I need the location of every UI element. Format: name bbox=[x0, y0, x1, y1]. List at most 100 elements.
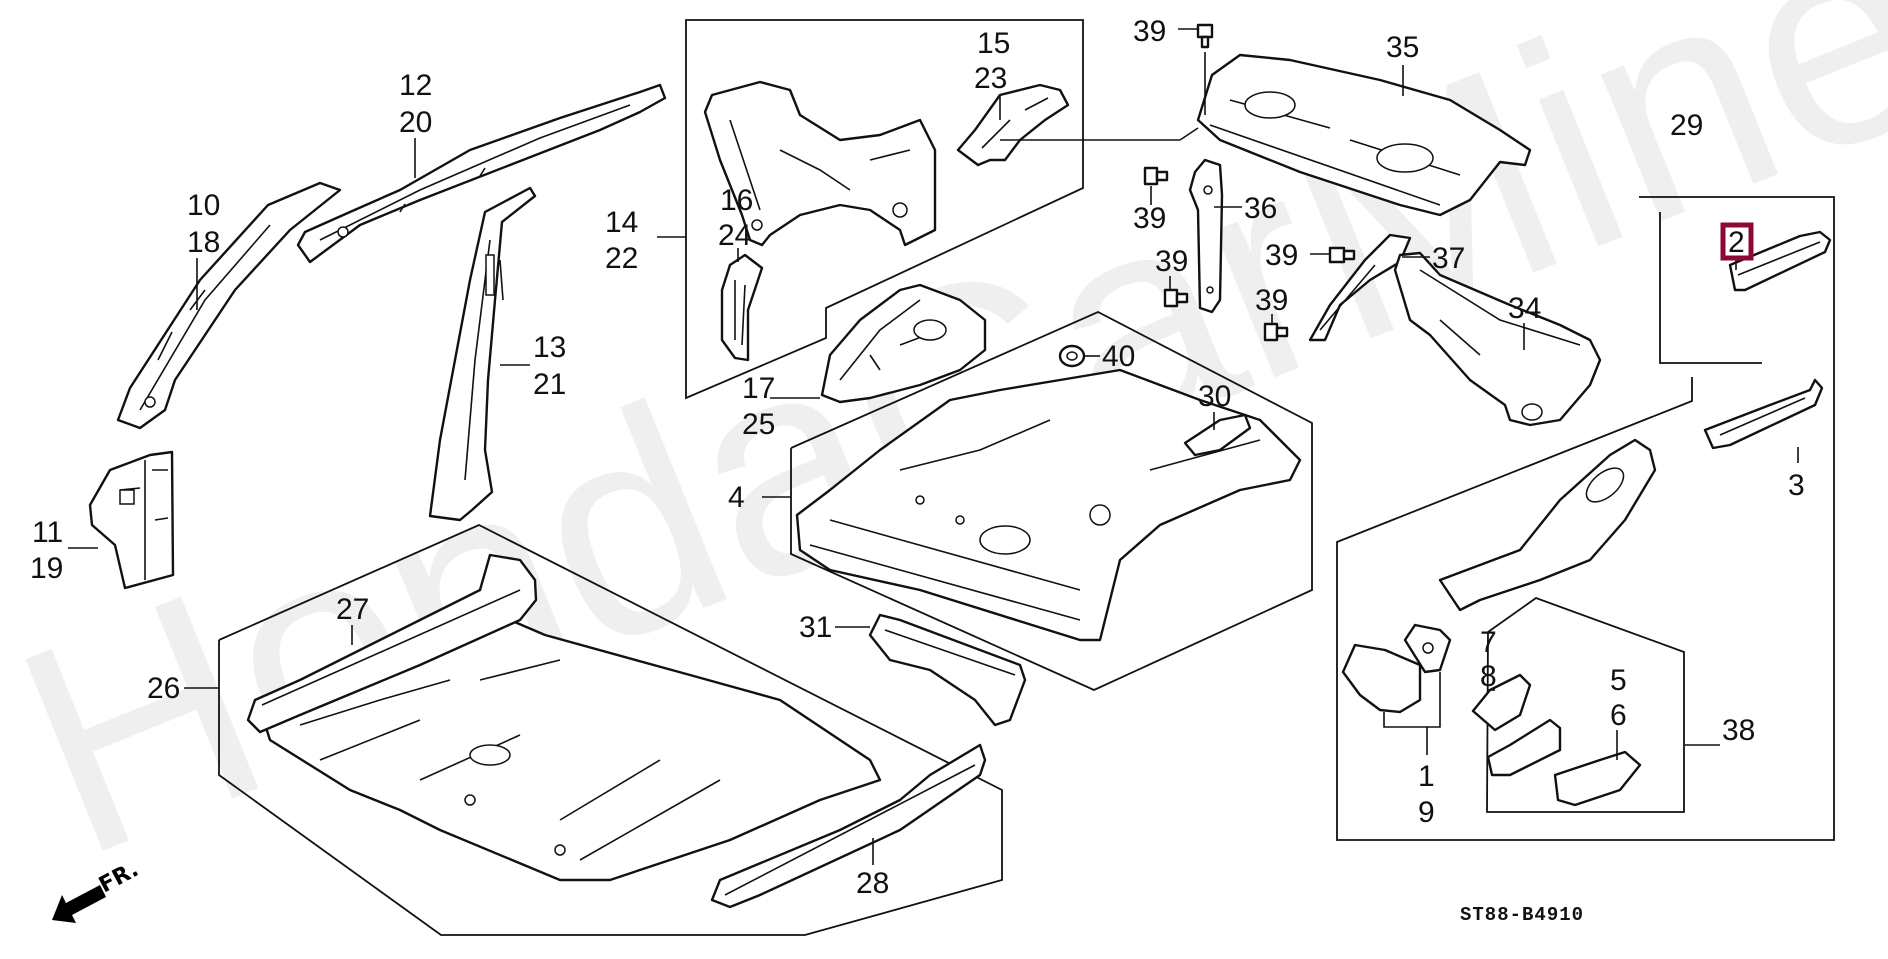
callout-label: 1 bbox=[1418, 760, 1435, 793]
part-shelf-bracket-37[interactable] bbox=[1188, 158, 1224, 314]
part-front-pillar[interactable] bbox=[116, 181, 342, 430]
callout-40[interactable]: 40 bbox=[1102, 340, 1135, 373]
group-box-31-33 bbox=[1486, 596, 1685, 813]
callout-label: 2 bbox=[1728, 226, 1745, 259]
part-rear-wheelhouse[interactable] bbox=[820, 283, 987, 404]
callout-label: 17 bbox=[742, 372, 775, 405]
part-bracket-5[interactable] bbox=[1553, 750, 1642, 807]
callout-label: 13 bbox=[533, 331, 566, 364]
callout-16-24[interactable]: 16 24 bbox=[718, 184, 753, 252]
callout-label: 39 bbox=[1255, 284, 1288, 317]
part-rear-frame-main[interactable] bbox=[1438, 438, 1657, 612]
callout-label: 21 bbox=[533, 368, 566, 401]
callout-7-8[interactable]: 7 8 bbox=[1480, 626, 1497, 693]
callout-label: 36 bbox=[1244, 192, 1277, 225]
callout-34[interactable]: 31 bbox=[799, 611, 832, 644]
part-center-pillar[interactable] bbox=[428, 186, 537, 522]
part-nut-40[interactable] bbox=[1058, 344, 1086, 368]
part-wheelhouse-extension[interactable] bbox=[720, 253, 764, 362]
part-rear-frame-3[interactable] bbox=[1703, 378, 1824, 450]
leader-lines bbox=[68, 28, 1799, 865]
callout-11-19[interactable]: 11 19 bbox=[30, 516, 63, 585]
part-bracket-9[interactable] bbox=[1403, 623, 1452, 674]
callout-17-25[interactable]: 17 25 bbox=[742, 372, 775, 441]
part-side-sill-27[interactable] bbox=[246, 553, 538, 734]
callout-label: 26 bbox=[147, 672, 180, 705]
callout-30-32[interactable]: 29 bbox=[1670, 109, 1703, 142]
callout-label: 35 bbox=[1386, 31, 1419, 64]
callout-label: 24 bbox=[718, 219, 751, 252]
callout-label: 39 bbox=[1155, 245, 1188, 278]
part-bolt-39-a[interactable] bbox=[1143, 166, 1169, 186]
part-rear-shelf[interactable] bbox=[1196, 53, 1532, 217]
callout-39-c[interactable]: 39 bbox=[1265, 239, 1298, 272]
callout-39-a[interactable]: 39 bbox=[1133, 202, 1166, 235]
callout-3[interactable]: 3 bbox=[1788, 469, 1805, 502]
callout-label: 7 bbox=[1480, 626, 1497, 659]
part-rear-inner-panel[interactable] bbox=[703, 80, 937, 247]
callout-2-highlighted[interactable]: 2 bbox=[1720, 222, 1754, 261]
callout-37[interactable]: 36 bbox=[1244, 192, 1277, 225]
part-bracket-1[interactable] bbox=[1341, 643, 1422, 714]
part-bracket-29[interactable] bbox=[1183, 413, 1252, 457]
callout-15-23[interactable]: 15 23 bbox=[974, 27, 1010, 95]
callout-10-18[interactable]: 10 18 bbox=[187, 189, 220, 259]
part-rear-beam[interactable] bbox=[1393, 251, 1602, 427]
callout-label: 39 bbox=[1133, 15, 1166, 48]
callout-label: 16 bbox=[720, 184, 753, 217]
part-bracket-8[interactable] bbox=[1486, 718, 1562, 777]
callout-5-6[interactable]: 5 6 bbox=[1610, 664, 1627, 732]
callout-label: 39 bbox=[1133, 202, 1166, 235]
callout-36[interactable]: 35 bbox=[1386, 31, 1419, 64]
callout-29[interactable]: 30 bbox=[1198, 380, 1231, 413]
callout-1-9[interactable]: 1 9 bbox=[1418, 760, 1435, 829]
callout-39-d[interactable]: 39 bbox=[1255, 284, 1288, 317]
callout-label: 9 bbox=[1418, 796, 1435, 829]
highlight-box bbox=[1720, 222, 1754, 261]
group-box-30-32 bbox=[1336, 196, 1835, 841]
callout-label: 34 bbox=[1508, 292, 1541, 325]
part-side-sill-28[interactable] bbox=[710, 743, 987, 909]
part-bolt-39-top[interactable] bbox=[1196, 23, 1214, 49]
part-rear-floor[interactable] bbox=[795, 368, 1302, 642]
callout-35[interactable]: 34 bbox=[1508, 292, 1541, 325]
callout-label: 31 bbox=[799, 611, 832, 644]
callout-label: 14 bbox=[605, 206, 638, 239]
callout-label: 40 bbox=[1102, 340, 1135, 373]
callout-28[interactable]: 28 bbox=[856, 867, 889, 900]
callout-14-22[interactable]: 14 22 bbox=[605, 206, 638, 275]
callout-label: 27 bbox=[336, 593, 369, 626]
part-crossmember-34[interactable] bbox=[868, 613, 1027, 727]
group-box-4 bbox=[790, 311, 1313, 691]
callout-39-b[interactable]: 39 bbox=[1155, 245, 1188, 278]
part-rear-frame-2[interactable] bbox=[1728, 230, 1832, 292]
callout-12-20[interactable]: 12 20 bbox=[399, 69, 432, 139]
callout-38[interactable]: 37 bbox=[1432, 242, 1465, 275]
front-direction-indicator: FR. bbox=[52, 857, 143, 923]
callout-label: 8 bbox=[1480, 660, 1497, 693]
callout-31-33[interactable]: 38 bbox=[1722, 714, 1755, 747]
callout-26[interactable]: 26 bbox=[147, 672, 180, 705]
callout-label: 3 bbox=[1788, 469, 1805, 502]
callout-4[interactable]: 4 bbox=[728, 481, 745, 514]
callout-label: 29 bbox=[1670, 109, 1703, 142]
callout-label: 30 bbox=[1198, 380, 1231, 413]
callout-39-top[interactable]: 39 bbox=[1133, 15, 1166, 48]
callout-label: 39 bbox=[1265, 239, 1298, 272]
callout-label: 28 bbox=[856, 867, 889, 900]
part-bolt-39-b[interactable] bbox=[1163, 288, 1189, 308]
part-shelf-brace-38[interactable] bbox=[1308, 233, 1412, 342]
callout-label: 25 bbox=[742, 408, 775, 441]
diagram-code: ST88-B4910 bbox=[1460, 904, 1584, 926]
callout-label: 20 bbox=[399, 106, 432, 139]
callout-13-21[interactable]: 13 21 bbox=[533, 331, 566, 401]
part-bolt-39-c[interactable] bbox=[1328, 246, 1356, 264]
group-box-14-22 bbox=[685, 19, 1084, 400]
part-pillar-lower[interactable] bbox=[88, 450, 175, 590]
callout-27[interactable]: 27 bbox=[336, 593, 369, 626]
part-bolt-39-d[interactable] bbox=[1263, 322, 1289, 342]
part-roof-rail[interactable] bbox=[296, 83, 667, 264]
callout-label: 5 bbox=[1610, 664, 1627, 697]
part-bracket-15[interactable] bbox=[956, 83, 1070, 167]
